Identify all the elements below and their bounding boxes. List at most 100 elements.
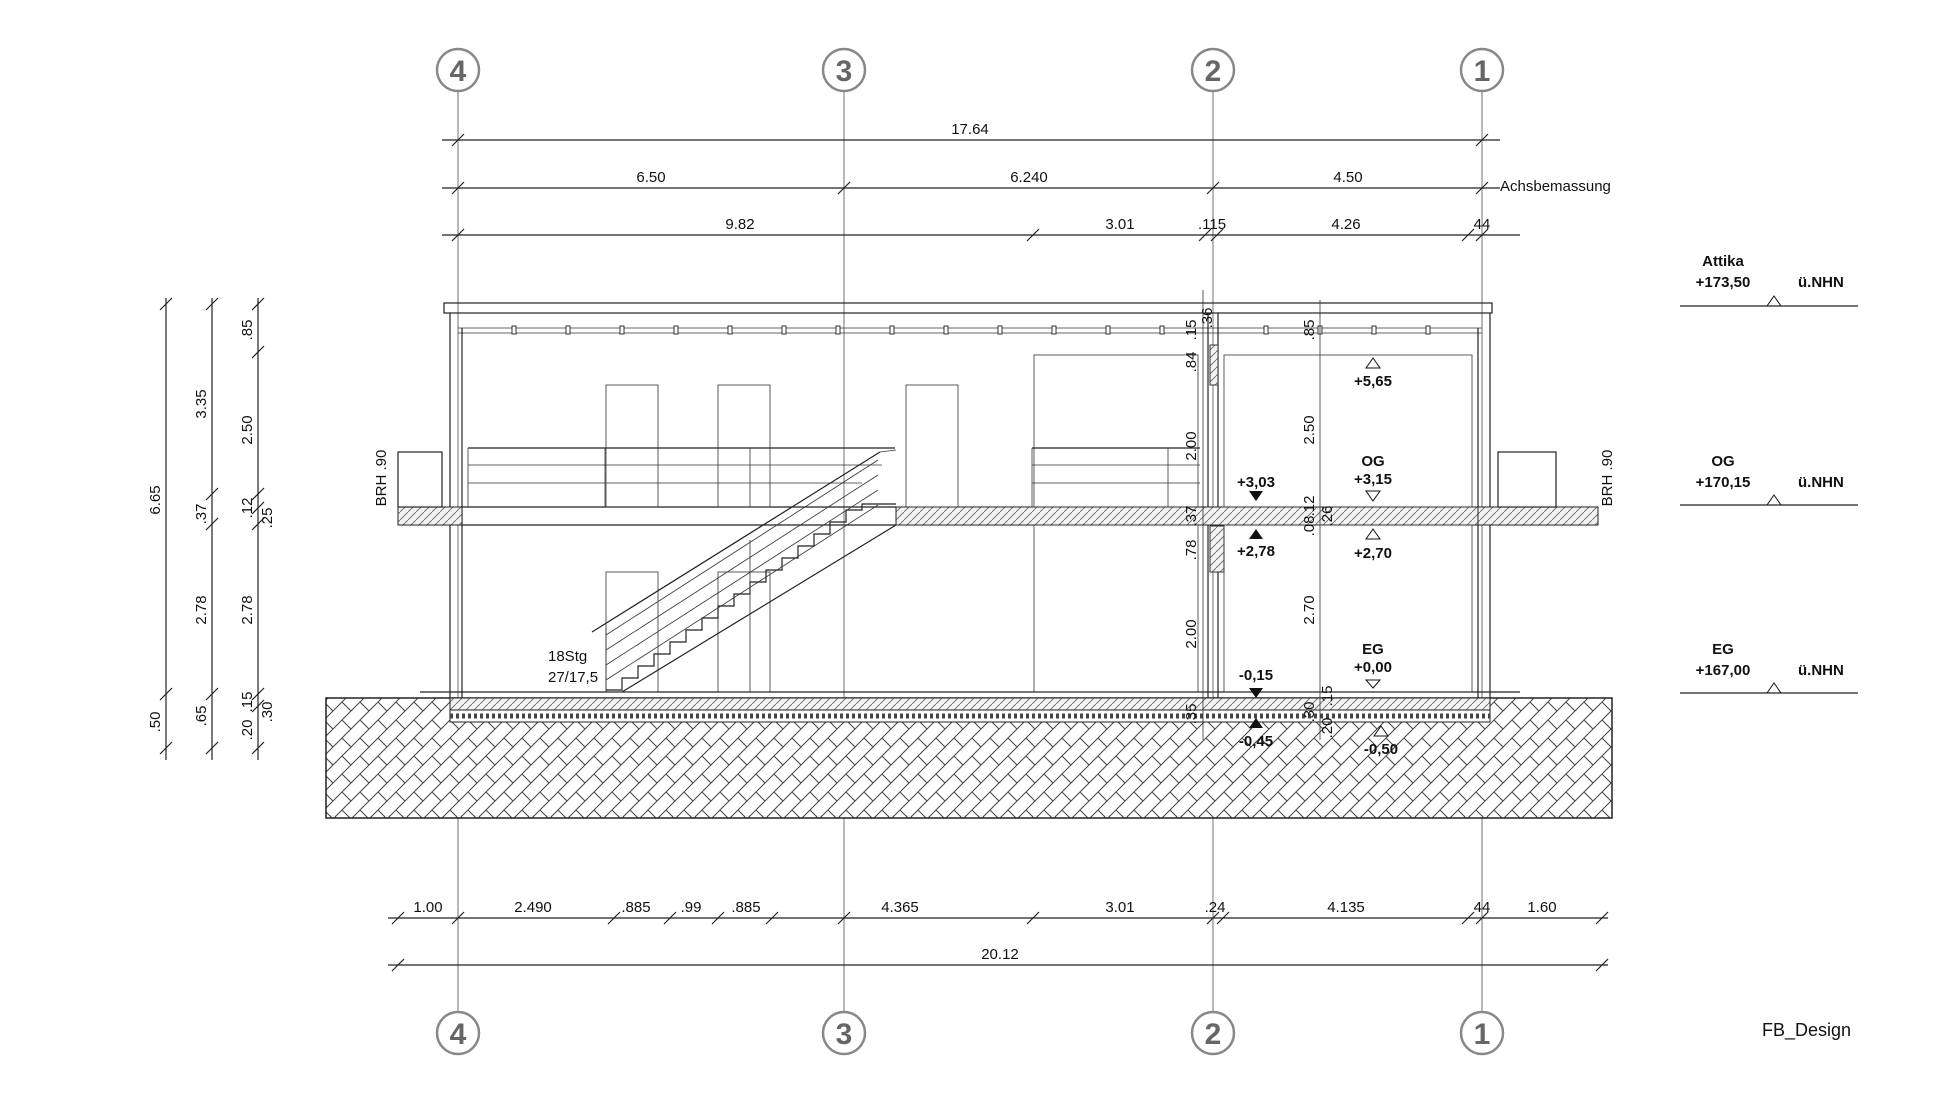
dim-left-mid-3: 2.78 [193,595,210,624]
floor-name-og: OG [1361,453,1384,470]
level-minus045: -0,45 [1239,733,1273,750]
building-section [397,302,1599,723]
brh-right: BRH .90 [1599,450,1616,507]
dim-axis-3-2: 6.240 [1010,169,1048,186]
level-000: +0,00 [1354,659,1392,676]
level-value-attika: +173,50 [1696,274,1751,291]
dim-axis-4-3: 6.50 [636,169,665,186]
level-value-og: +170,15 [1696,474,1751,491]
dim-int-l-2: .15 [1183,320,1200,341]
axis-label-2-bottom: 2 [1205,1018,1222,1051]
dim-int-r-7: .30 [1301,702,1318,723]
level-315: +3,15 [1354,471,1392,488]
dim-int-r-9: .20 [1319,718,1336,739]
dim-detail-top-2: 3.01 [1105,216,1134,233]
level-270: +2,70 [1354,545,1392,562]
axis-label-4-top: 4 [450,55,467,88]
dim-bottom-8: .24 [1205,899,1226,916]
credit-label: FB_Design [1762,1020,1851,1041]
dim-int-l-8: .35 [1183,704,1200,725]
axis-markers-top: 4 3 2 1 [435,47,1505,93]
dim-int-l-3: .84 [1183,352,1200,373]
axis-label-2-top: 2 [1205,55,1222,88]
staircase [591,449,897,693]
dim-left-mid-1: 3.35 [193,389,210,418]
gallery-railing [467,447,1200,507]
dim-overall-top: 17.64 [951,121,989,138]
dim-int-l-6: .78 [1183,540,1200,561]
dim-bottom-9: 4.135 [1327,899,1365,916]
level-name-attika: Attika [1702,253,1744,270]
axis-markers-bottom: 4 3 2 1 [435,1010,1505,1056]
axis-label-4-bottom: 4 [450,1018,467,1051]
dim-bottom-2: 2.490 [514,899,552,916]
left-dimension-chains: 6.65 .50 3.35 .37 2.78 .65 .85 2.50 .12 … [147,297,390,760]
level-value-eg: +167,00 [1696,662,1751,679]
interior-dimension-chains: .36 .15 .84 2.00 .37 .78 2.00 .35 .85 2.… [1183,290,1336,740]
dim-detail-top-5: 44 [1474,216,1491,233]
dim-left-mid-2: .37 [193,504,210,525]
dim-left-inner-8: .30 [259,702,276,723]
dim-int-r-6: 2.70 [1301,595,1318,624]
level-minus015: -0,15 [1239,667,1273,684]
stair-ratio: 27/17,5 [548,669,598,686]
top-dimension-chains: 17.64 6.50 6.240 4.50 Achsbemassung 9.82… [442,121,1611,242]
dim-detail-top-1: 9.82 [725,216,754,233]
dim-left-inner-7: .15 [239,692,256,713]
level-565: +5,65 [1354,373,1392,390]
dim-left-inner-5: 2.78 [239,595,256,624]
dim-int-r-3: .12 [1301,496,1318,517]
dim-left-inner-6: .20 [239,720,256,741]
dim-bottom-10: 44 [1474,899,1491,916]
level-303: +3,03 [1237,474,1275,491]
level-278: +2,78 [1237,543,1275,560]
dim-left-total: 6.65 [147,485,164,514]
dim-int-l-5: .37 [1183,506,1200,527]
dim-int-l-7: 2.00 [1183,619,1200,648]
dim-int-l-4: 2.00 [1183,431,1200,460]
dim-axis-2-1: 4.50 [1333,169,1362,186]
dim-bottom-overall: 20.12 [981,946,1019,963]
dim-int-r-4: .08 [1301,516,1318,537]
axis-label-3-top: 3 [836,55,853,88]
dim-bottom-5: .885 [731,899,760,916]
dim-left-mid-4: .65 [193,706,210,727]
dim-left-inner-1: .85 [239,320,256,341]
dim-left-inner-2: 2.50 [239,415,256,444]
dim-int-l-1: .36 [1199,308,1216,329]
axis-lines [457,92,1483,1012]
dim-left-inner-3: .12 [239,498,256,519]
dim-detail-top-4: 4.26 [1331,216,1360,233]
dim-axis-label: Achsbemassung [1500,178,1611,195]
dim-left-total-2: .50 [147,712,164,733]
level-name-og: OG [1711,453,1734,470]
axis-label-1-bottom: 1 [1474,1018,1491,1051]
floor-name-eg: EG [1362,641,1384,658]
dim-bottom-1: 1.00 [413,899,442,916]
dim-int-r-2: 2.50 [1301,415,1318,444]
level-minus050: -0,50 [1364,741,1398,758]
level-ref-og: ü.NHN [1798,474,1844,491]
dim-bottom-11: 1.60 [1527,899,1556,916]
axis-label-1-top: 1 [1474,55,1491,88]
dim-bottom-4: .99 [681,899,702,916]
dim-int-r-1: .85 [1301,320,1318,341]
dim-int-r-8: .15 [1319,686,1336,707]
dim-bottom-3: .885 [621,899,650,916]
level-markers: Attika +173,50 ü.NHN OG +170,15 ü.NHN EG… [1680,253,1858,694]
dim-int-r-5: .26 [1319,506,1336,527]
brh-left: BRH .90 [373,450,390,507]
dim-bottom-7: 3.01 [1105,899,1134,916]
bottom-dimension-chains: 1.00 2.490 .885 .99 .885 4.365 3.01 .24 … [388,899,1609,972]
dim-bottom-6: 4.365 [881,899,919,916]
roof-joists [511,325,1431,335]
level-ref-attika: ü.NHN [1798,274,1844,291]
axis-label-3-bottom: 3 [836,1018,853,1051]
dim-detail-top-3: .115 [1198,216,1226,233]
level-name-eg: EG [1712,641,1734,658]
spot-levels: +5,65 +3,03 OG +3,15 +2,78 +2,70 -0,15 E… [1237,357,1398,758]
level-ref-eg: ü.NHN [1798,662,1844,679]
dim-left-inner-4: .25 [259,508,276,529]
stair-count: 18Stg [548,648,587,665]
